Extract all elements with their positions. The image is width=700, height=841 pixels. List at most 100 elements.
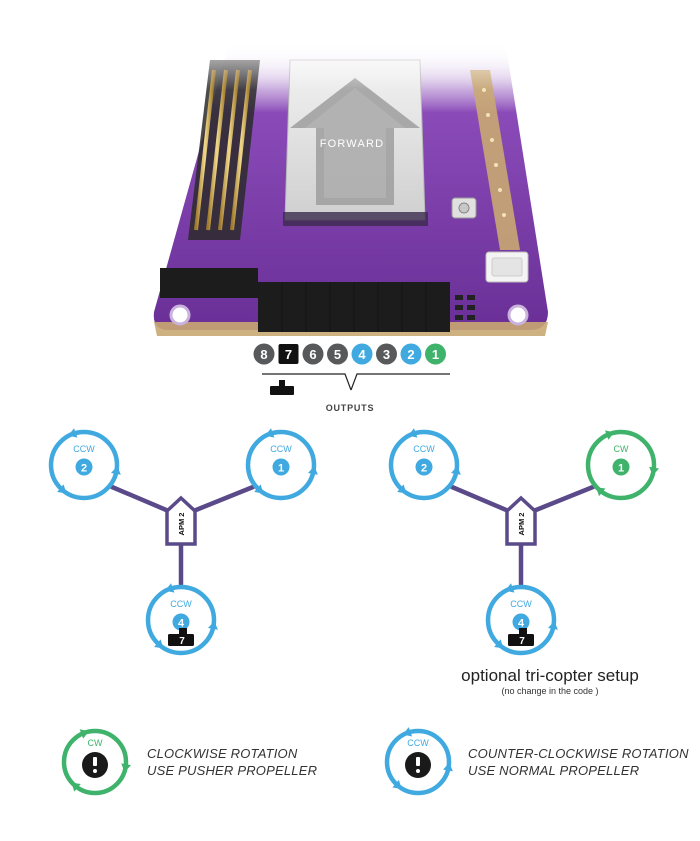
rotation-arrow-icon (254, 484, 264, 494)
top-fade (150, 30, 570, 90)
tail-servo-icon: 7 (508, 628, 534, 647)
legend-cw-line1: CLOCKWISE ROTATION (147, 746, 298, 761)
motor-1: CCW 1 (245, 428, 318, 501)
motor-number-badge (512, 613, 530, 631)
controller-label: APM 2 (517, 513, 526, 536)
rotation-arrow-icon (265, 428, 275, 438)
rotation-arrow-icon (451, 466, 461, 475)
output-pin-badges: 8 7 6 5 4 3 2 1 (253, 343, 446, 365)
rotation-arrow-icon (596, 487, 606, 497)
motor-4: CCW 4 (145, 583, 218, 656)
white-connector (485, 251, 529, 283)
legend-direction-label: CW (88, 738, 103, 748)
servo-output-number: 7 (179, 636, 185, 647)
legend-ccw-line2: USE NORMAL PROPELLER (468, 763, 640, 778)
output-pin-4: 4 (351, 343, 373, 365)
output-pin-8: 8 (253, 343, 275, 365)
motor-direction-label: CCW (170, 599, 192, 609)
rotation-arrow-icon (649, 466, 659, 476)
motor-number-badge (415, 458, 433, 476)
servo-output-number: 7 (519, 636, 525, 647)
rotation-arrow-icon (548, 621, 558, 630)
pin-number: 3 (383, 347, 390, 362)
legend-ccw-icon: CCW (384, 727, 453, 796)
controller-label: APM 2 (177, 513, 186, 536)
optional-setup-note: (no change in the code ) (501, 686, 599, 696)
rotation-arrow-icon (392, 779, 402, 789)
pin-badge-circle (376, 343, 397, 365)
rotation-arrow-icon (494, 639, 504, 649)
mount-hole-right (507, 304, 529, 326)
pin-badge-circle (327, 343, 348, 365)
pin-badge-circle (302, 343, 324, 365)
motor-number: 4 (178, 618, 185, 630)
rotation-arrow-icon (121, 763, 132, 773)
legend-cw-icon: CW (61, 728, 132, 796)
rotation-arrow-icon (111, 466, 121, 475)
output-pin-1: 1 (425, 343, 446, 365)
pin-number: 5 (334, 347, 341, 362)
pin-badge-circle (351, 343, 373, 365)
motor-number: 2 (81, 463, 87, 475)
optional-setup-title: optional tri-copter setup (461, 666, 639, 685)
side-rail-pins (188, 60, 260, 240)
pin-number: 7 (285, 347, 292, 362)
apm-board-illustration: FORWARD (150, 30, 570, 336)
motor-direction-label: CCW (270, 444, 292, 454)
rotation-arrow-icon (308, 466, 318, 475)
outputs-label: OUTPUTS (326, 403, 375, 413)
pin-number: 1 (432, 347, 439, 362)
motor-1: CW1 (585, 429, 659, 501)
legend-cw-text: CLOCKWISE ROTATION USE PUSHER PROPELLER (147, 745, 317, 779)
pin-badge-circle (253, 343, 275, 365)
motor-number: 1 (278, 463, 284, 475)
rotation-arrow-icon (208, 621, 218, 630)
motor-number-badge (172, 613, 190, 631)
forward-arrow (290, 78, 420, 205)
pin-number: 8 (260, 347, 267, 362)
rotation-arrow-icon (604, 430, 615, 440)
motor-number-badge (272, 458, 290, 476)
rotation-arrow-icon (71, 782, 81, 792)
rotation-arrow-icon (154, 639, 164, 649)
rotation-arrow-icon (505, 583, 515, 593)
pin-badge-square (278, 344, 299, 364)
output-pin-5: 5 (327, 343, 348, 365)
smd-components (455, 295, 475, 320)
output-pin-7: 7 (278, 344, 299, 364)
rotation-arrow-icon (79, 729, 89, 739)
tail-servo-icon: 7 (168, 628, 194, 647)
mount-hole-left (169, 304, 191, 326)
rotation-arrow-icon (165, 583, 175, 593)
rotation-arrow-icon (68, 428, 78, 438)
rotation-arrow-icon (57, 484, 67, 494)
motor-direction-label: CCW (73, 444, 95, 454)
motor-direction-label: CCW (510, 599, 532, 609)
pin-number: 6 (309, 347, 316, 362)
legend-ccw-text: COUNTER-CLOCKWISE ROTATION USE NORMAL PR… (468, 745, 689, 779)
rotation-legend-icons: CW CCW (61, 727, 453, 796)
legend-cw-line2: USE PUSHER PROPELLER (147, 763, 318, 778)
rotation-arrow-icon (402, 727, 413, 737)
rotation-arrow-icon (397, 484, 407, 494)
rotation-arrow-icon (443, 762, 453, 772)
output-pin-6: 6 (302, 343, 324, 365)
motor-number: 1 (618, 463, 624, 475)
frame-arms (449, 484, 596, 587)
legend-direction-label: CCW (407, 738, 429, 748)
pin-badge-circle (400, 343, 422, 365)
pin-number: 4 (358, 347, 366, 362)
motor-number: 2 (421, 463, 427, 475)
pin-number: 2 (407, 347, 414, 362)
rotation-arrow-icon (408, 428, 418, 438)
flight-controller-apm: APM 2 (505, 495, 537, 546)
motor-2: CCW 2 (48, 428, 121, 501)
pin-badge-circle (425, 343, 446, 365)
motor-direction-label: CCW (413, 444, 435, 454)
motor-2: CCW 2 (388, 428, 461, 501)
input-header (160, 228, 258, 298)
output-pin-3: 3 (376, 343, 397, 365)
